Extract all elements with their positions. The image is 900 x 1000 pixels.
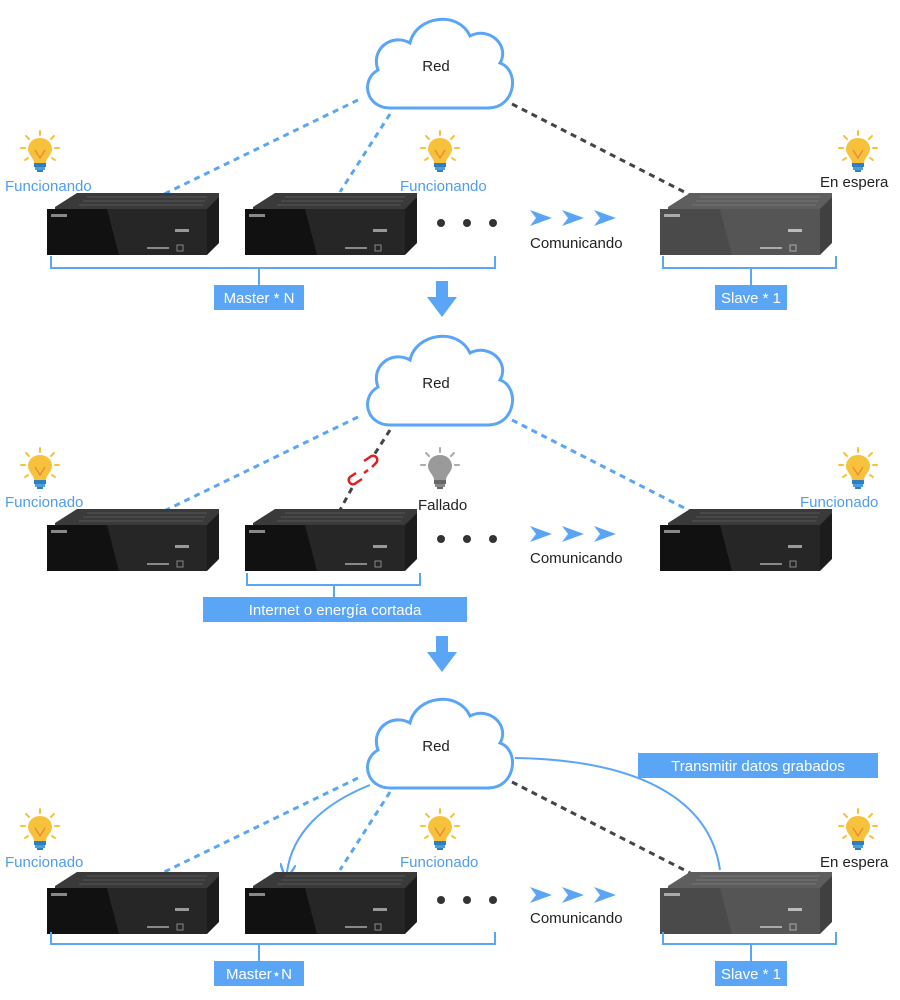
- nvr-device-icon: [47, 872, 220, 935]
- chevron-right-icon: [530, 887, 552, 903]
- broken-link-icon: [347, 454, 379, 486]
- nvr-device-icon: [660, 872, 833, 935]
- slave-badge: [715, 961, 787, 986]
- master-badge: [214, 285, 304, 310]
- status-label: Funcionado: [5, 494, 83, 511]
- nvr-device-icon: [47, 193, 220, 256]
- slave-label: Slave * 1: [721, 290, 781, 307]
- stage-1: Red Funcionando Funcionando En espera Co…: [5, 17, 889, 317]
- nvr-device-icon: [47, 509, 220, 572]
- link-line: [338, 113, 392, 193]
- lightbulb-on-icon: [20, 447, 60, 490]
- broken-link-line: [338, 487, 354, 511]
- status-label: Funcionando: [400, 178, 487, 195]
- failure-bracket: [246, 573, 421, 598]
- cloud-label: Red: [422, 58, 450, 75]
- lightbulb-on-icon: [20, 808, 60, 851]
- status-label: Fallado: [418, 497, 467, 514]
- chevron-right-icon: [530, 526, 552, 542]
- ellipsis-dots: [437, 219, 497, 227]
- cloud-label: Red: [422, 738, 450, 755]
- status-label: En espera: [820, 174, 889, 191]
- chevron-right-icon: [530, 210, 552, 226]
- master-bracket: [50, 256, 496, 286]
- link-line: [338, 791, 392, 871]
- slave-label: Slave * 1: [721, 966, 781, 983]
- master-label: Master⋆N: [226, 966, 292, 983]
- nvr-device-icon: [245, 509, 418, 572]
- status-label: Funcionado: [800, 494, 878, 511]
- communicating-label: Comunicando: [530, 550, 623, 567]
- nvr-device-icon: [660, 193, 833, 256]
- cloud-label: Red: [422, 375, 450, 392]
- lightbulb-on-icon: [838, 808, 878, 851]
- status-label: Funcionando: [5, 178, 92, 195]
- nvr-device-icon: [245, 872, 418, 935]
- status-label: En espera: [820, 854, 889, 871]
- arrow-down-icon: [427, 636, 457, 672]
- standby-link-line: [511, 102, 701, 202]
- lightbulb-on-icon: [20, 130, 60, 173]
- master-label: Master * N: [224, 290, 295, 307]
- link-line: [159, 98, 359, 198]
- status-label: Funcionado: [5, 854, 83, 871]
- link-line: [159, 776, 359, 876]
- link-line: [511, 418, 701, 518]
- slave-badge: [715, 285, 787, 310]
- communicating-label: Comunicando: [530, 235, 623, 252]
- broken-link-line: [372, 429, 392, 456]
- slave-bracket: [662, 256, 837, 286]
- link-line: [159, 415, 359, 515]
- transmit-path: [514, 757, 721, 871]
- status-label: Funcionado: [400, 854, 478, 871]
- stage-3: Red Transmitir datos grabados Funcionado…: [5, 697, 889, 986]
- communicating-label: Comunicando: [530, 910, 623, 927]
- transmit-badge: [638, 753, 878, 778]
- chevron-right-icon: [562, 210, 584, 226]
- ellipsis-dots: [437, 535, 497, 543]
- lightbulb-on-icon: [420, 808, 460, 851]
- transmit-arrow: [287, 784, 371, 872]
- failure-label: Internet o energía cortada: [249, 602, 422, 619]
- chevron-right-icon: [562, 526, 584, 542]
- lightbulb-off-icon: [420, 447, 460, 490]
- master-badge: [214, 961, 304, 986]
- failure-badge: [203, 597, 467, 622]
- transmit-label: Transmitir datos grabados: [671, 758, 845, 775]
- master-bracket: [50, 932, 496, 962]
- stage-2: Red Funcionado Fallado Funcionado Comuni…: [5, 334, 878, 672]
- ellipsis-dots: [437, 896, 497, 904]
- lightbulb-on-icon: [838, 130, 878, 173]
- slave-bracket: [662, 932, 837, 962]
- arrow-down-icon: [427, 281, 457, 317]
- chevron-right-icon: [562, 887, 584, 903]
- chevron-right-icon: [594, 887, 616, 903]
- nvr-device-icon: [660, 509, 833, 572]
- lightbulb-on-icon: [420, 130, 460, 173]
- chevron-right-icon: [594, 526, 616, 542]
- chevron-right-icon: [594, 210, 616, 226]
- standby-link-line: [511, 780, 701, 880]
- lightbulb-on-icon: [838, 447, 878, 490]
- nvr-device-icon: [245, 193, 418, 256]
